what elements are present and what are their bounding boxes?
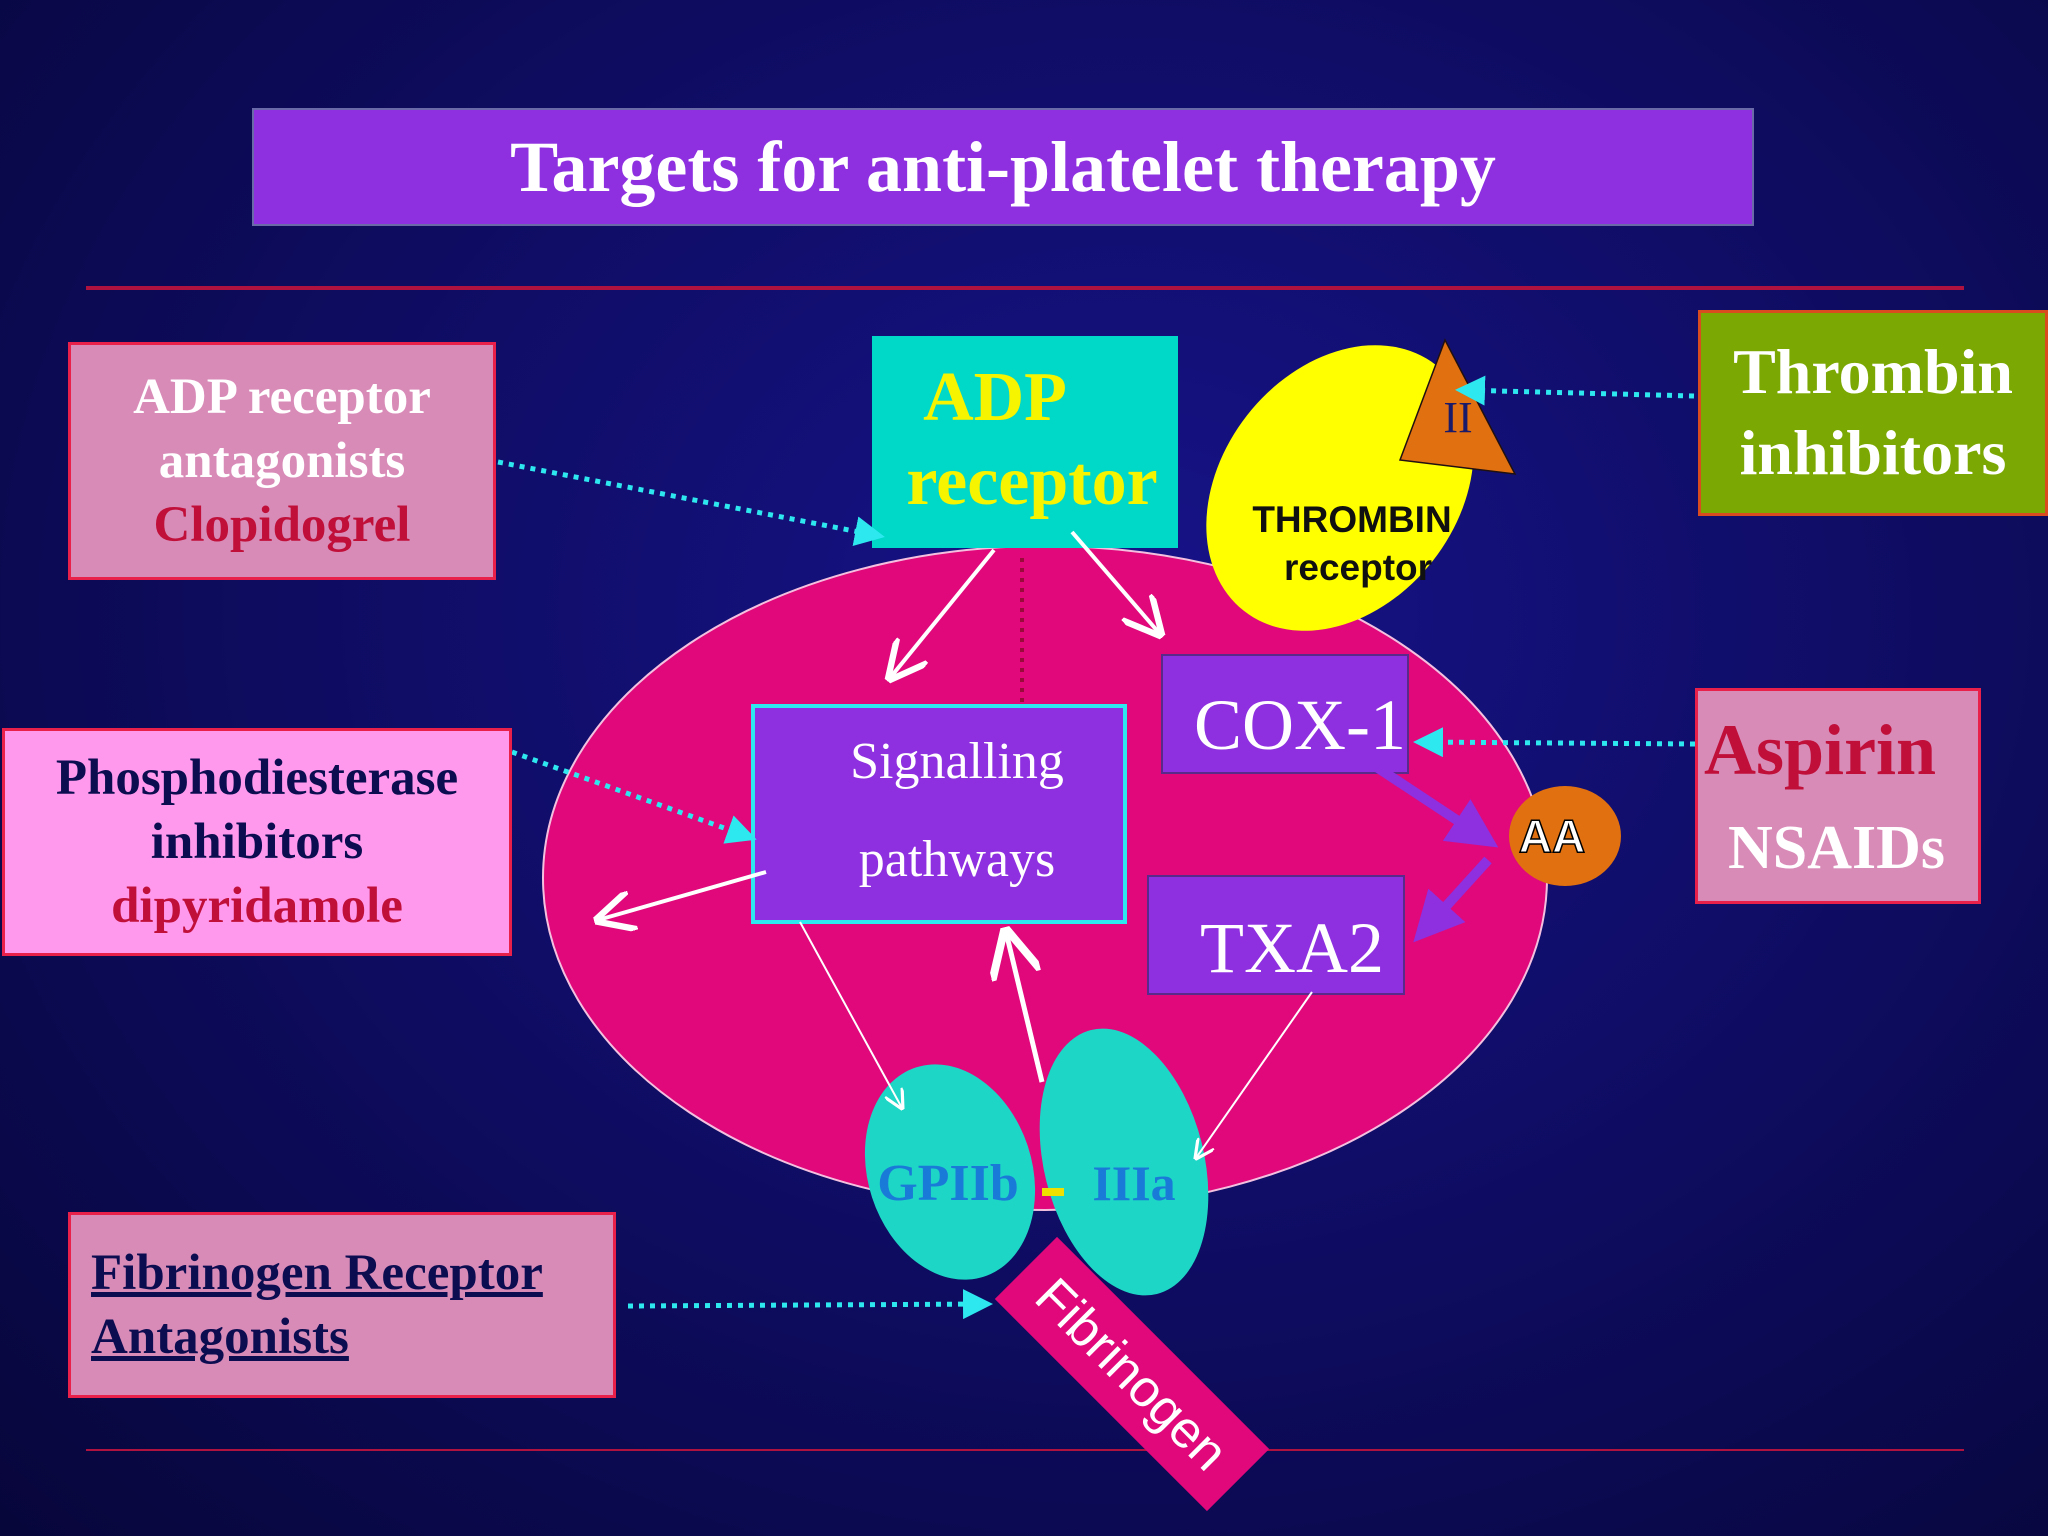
fibrinogen-label: Fibrinogen — [1024, 1267, 1239, 1482]
txa2-box[interactable] — [1147, 875, 1405, 995]
pde-line2: inhibitors — [150, 813, 364, 870]
fibrinogen-bar[interactable] — [994, 1236, 1270, 1512]
phosphodiesterase-inhibitors-box[interactable]: Phosphodiesterase inhibitors dipyridamol… — [2, 728, 512, 956]
adp-receptor[interactable] — [872, 336, 1178, 548]
adp-receptor-line1: ADP — [923, 359, 1067, 436]
fib-line1: Fibrinogen Receptor — [91, 1244, 543, 1301]
cox1-label: COX-1 — [1194, 685, 1406, 765]
signalling-to-gpiib-arrow — [799, 921, 902, 1108]
signalling-to-left-arrow — [598, 870, 767, 920]
txa2-to-iiia-arrow — [1196, 991, 1313, 1158]
fibrinogen-receptor-antagonists-box[interactable]: Fibrinogen Receptor Antagonists — [68, 1212, 616, 1398]
aa-label: AA — [1519, 810, 1585, 862]
gpiib-lobe[interactable] — [838, 1042, 1062, 1302]
gp-left-label: GPIIb — [877, 1155, 1019, 1212]
adp-to-cox-arrow — [1070, 530, 1160, 634]
clopidogrel-arrow — [497, 459, 885, 546]
adp-antagonist-line2: antagonists — [158, 432, 406, 489]
iiia-lobe[interactable] — [1013, 1011, 1234, 1314]
dipyridamole-label: dipyridamole — [111, 878, 403, 935]
adp-receptor-line2: receptor — [906, 443, 1157, 520]
aa-to-txa2-arrow — [1413, 856, 1492, 943]
aa-bubble — [1509, 786, 1621, 886]
thrombin-inhibitor-arrow — [1455, 375, 1695, 406]
thrombin-inhibitor-line1: Thrombin — [1733, 336, 2013, 408]
fib-line2: Antagonists — [91, 1309, 349, 1365]
signalling-line1: Signalling — [850, 733, 1064, 790]
dipyridamole-arrow — [511, 749, 757, 844]
top-divider — [86, 286, 1964, 290]
iiia-to-signalling-arrow — [1006, 932, 1045, 1083]
adp-receptor-antagonists-box[interactable]: ADP receptor antagonists Clopidogrel — [68, 342, 496, 580]
signalling-line2: pathways — [859, 831, 1055, 888]
cox1-box[interactable] — [1161, 654, 1409, 774]
nsaids-label: NSAIDs — [1728, 814, 1946, 883]
gp-right-label: IIIa — [1092, 1155, 1175, 1211]
fibrinogen-antagonist-arrow — [627, 1289, 993, 1320]
adp-to-signalling-arrow — [890, 548, 996, 678]
aspirin-nsaids-box[interactable]: Aspirin NSAIDs — [1695, 688, 1981, 904]
gp-link — [1042, 1188, 1064, 1196]
thrombin-inhibitor-line2: inhibitors — [1739, 417, 2007, 488]
clopidogrel-label: Clopidogrel — [153, 497, 411, 554]
thrombin-receptor-line1: THROMBIN — [1252, 499, 1451, 540]
aspirin-arrow — [1413, 727, 1696, 758]
cox-to-aa-arrow — [1375, 763, 1499, 848]
thrombin-inhibitors-box[interactable]: Thrombin inhibitors — [1698, 310, 2048, 516]
bottom-divider — [86, 1449, 1964, 1451]
slide-title: Targets for anti-platelet therapy — [252, 108, 1754, 226]
thrombin-triangle-label: II — [1443, 393, 1472, 442]
thrombin-triangle — [1398, 338, 1517, 475]
aspirin-label: Aspirin — [1704, 709, 1937, 790]
adp-antagonist-line1: ADP receptor — [133, 368, 431, 425]
thrombin-receptor-line2: receptor — [1284, 547, 1432, 588]
thrombin-receptor[interactable] — [1151, 292, 1529, 683]
pde-line1: Phosphodiesterase — [55, 749, 459, 806]
txa2-label: TXA2 — [1200, 908, 1384, 988]
signalling-pathways-box[interactable] — [751, 704, 1127, 924]
